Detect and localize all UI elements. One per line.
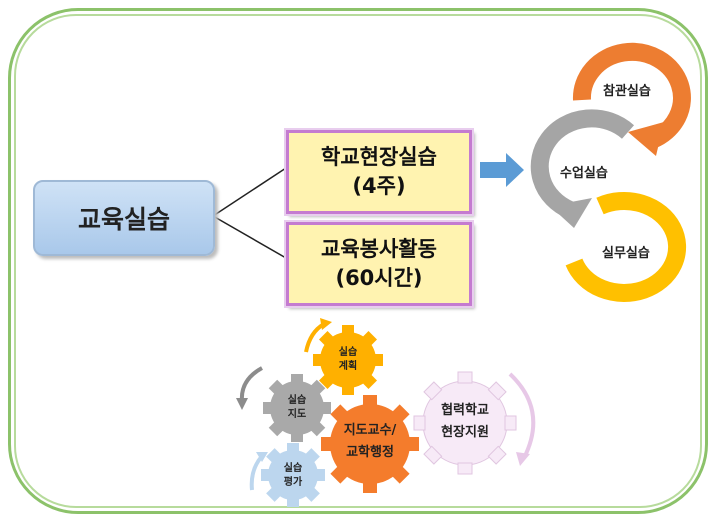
gear-guide-line1: 실습 [287,395,307,406]
guide-arrowhead-icon [236,398,248,410]
practical-label: 실무실습 [602,246,650,261]
gear-plan-line1: 실습 [338,347,358,358]
school-practice-duration: (4주) [352,174,406,198]
gear-professor-line2: 교학행정 [346,445,394,460]
gear-professor-line1: 지도교수/ [343,423,397,438]
observation-cycle-arc [572,42,691,149]
gear-plan-icon [313,325,383,395]
gear-professor-icon [321,395,419,493]
partner-arrowhead-icon [516,452,530,466]
gear-guide-line2: 지도 [287,409,307,420]
volunteer-duration: (60시간) [335,266,423,290]
education-practice-label: 교육실습 [77,205,170,234]
teaching-arrow-icon [550,198,592,228]
plan-arrowhead-icon [320,318,332,330]
gear-guide-icon [263,374,331,442]
gear-eval-text: 실습 평가 [263,462,323,490]
eval-arrow-icon [249,454,264,491]
school-practice-box: 학교현장실습 (4주) [286,130,472,214]
eval-arrowhead-icon [256,452,268,462]
gear-partner-line2: 현장지원 [441,425,489,440]
gear-plan-line2: 계획 [338,361,358,372]
teaching-cycle-arc [530,109,635,219]
gear-eval-icon [261,443,325,507]
connector-lower [212,215,287,259]
gear-partner-text: 협력학교 현장지원 [420,400,510,444]
gear-professor-text: 지도교수/ 교학행정 [325,420,415,464]
observation-label: 참관실습 [603,84,651,99]
school-practice-title: 학교현장실습 [321,145,437,169]
volunteer-box: 교육봉사활동 (60시간) [286,222,472,306]
observation-arrow-icon [628,122,664,156]
partner-arrow-icon [508,372,536,459]
blue-arrow-icon [480,153,524,187]
gear-partner-line1: 협력학교 [441,403,489,418]
inner-frame [14,14,702,508]
gear-plan-text: 실습 계획 [318,346,378,374]
practical-cycle-arc [565,191,687,302]
teaching-label: 수업실습 [560,166,608,181]
gear-guide-text: 실습 지도 [267,394,327,422]
education-practice-box: 교육실습 [33,180,215,256]
volunteer-title: 교육봉사활동 [321,237,437,261]
gear-partner-icon [413,371,517,475]
outer-frame [8,8,708,514]
guide-arrow-icon [239,366,264,403]
gear-eval-line1: 실습 [283,463,303,474]
gear-eval-line2: 평가 [283,477,303,488]
connector-upper [212,167,287,217]
